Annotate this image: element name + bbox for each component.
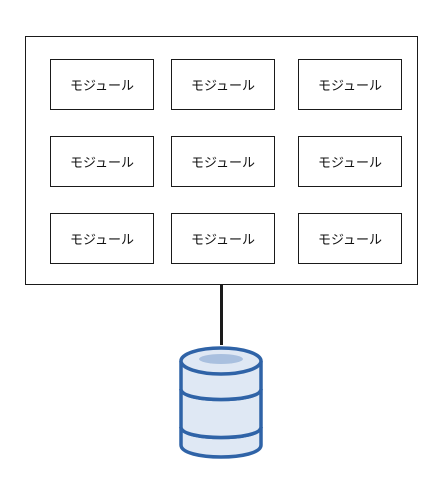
database-icon [179, 346, 263, 459]
module-label: モジュール [190, 156, 256, 171]
module-label: モジュール [69, 233, 135, 248]
module-box: モジュール [171, 59, 275, 110]
module-box: モジュール [171, 213, 275, 264]
module-label: モジュール [69, 79, 135, 94]
module-box: モジュール [298, 136, 402, 187]
module-box: モジュール [171, 136, 275, 187]
module-box: モジュール [50, 59, 154, 110]
module-label: モジュール [317, 79, 383, 94]
module-label: モジュール [190, 79, 256, 94]
connector-line [220, 285, 223, 345]
module-box: モジュール [50, 136, 154, 187]
module-label: モジュール [190, 233, 256, 248]
module-label: モジュール [317, 156, 383, 171]
module-label: モジュール [69, 156, 135, 171]
module-container: モジュール モジュール モジュール モジュール モジュール モジュール モジュー… [25, 36, 418, 285]
module-box: モジュール [50, 213, 154, 264]
module-box: モジュール [298, 213, 402, 264]
module-label: モジュール [317, 233, 383, 248]
module-box: モジュール [298, 59, 402, 110]
